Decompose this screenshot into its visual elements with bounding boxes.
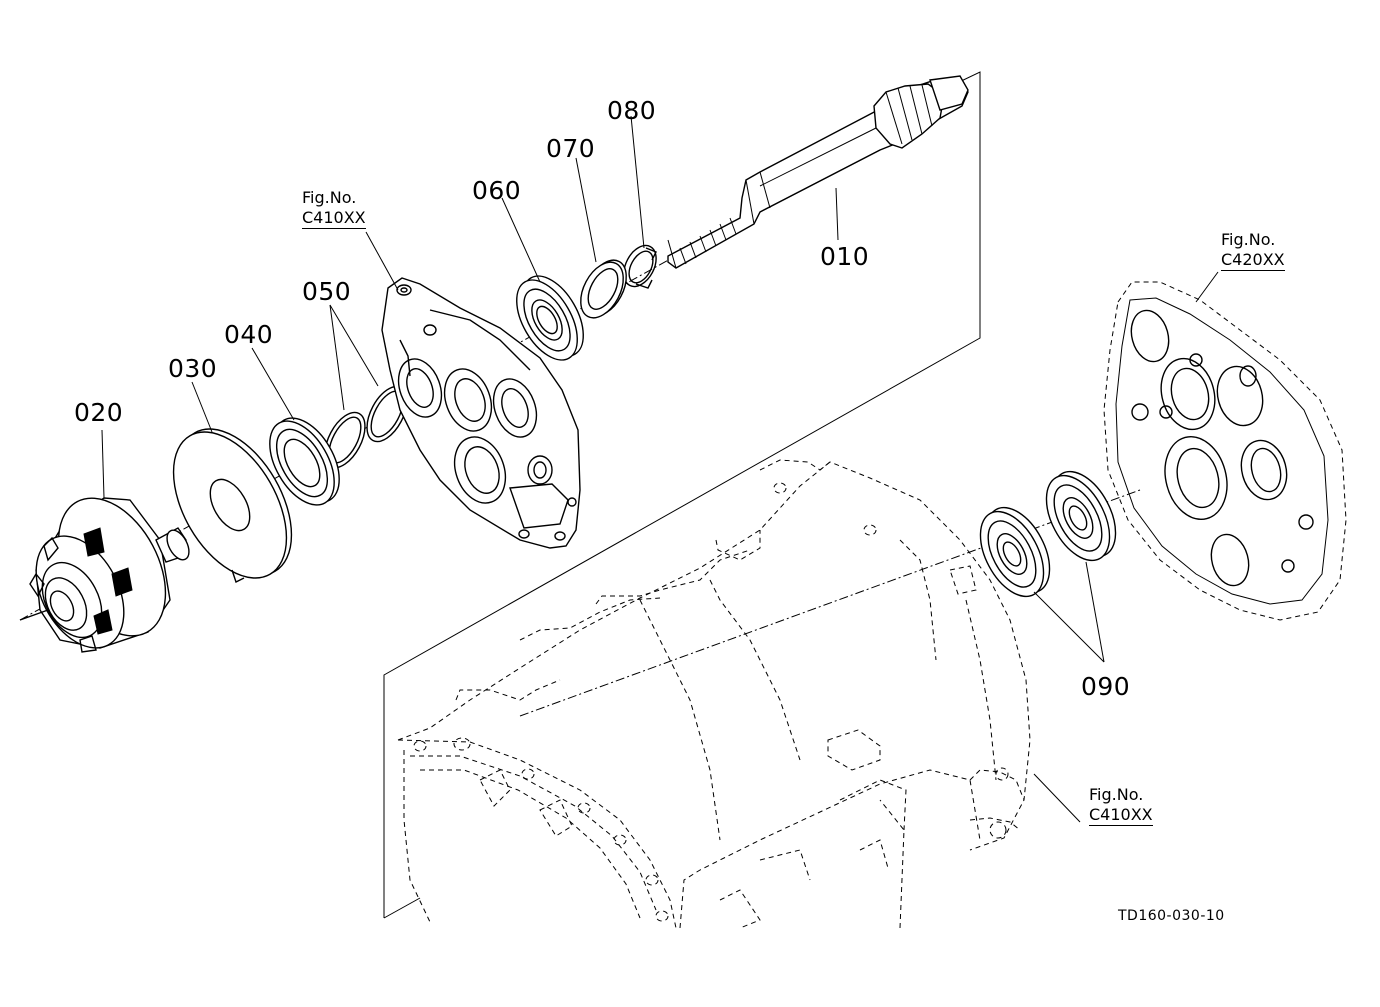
bearing-060 <box>501 197 584 361</box>
figure-ref-line2: C410XX <box>1089 805 1153 826</box>
figure-ref-line2: C420XX <box>1221 250 1285 271</box>
housing-plate-c410xx <box>365 231 581 549</box>
bearings-090 <box>979 470 1117 663</box>
part-label-080: 080 <box>607 96 657 125</box>
circlip-080 <box>623 115 657 289</box>
part-label-040: 040 <box>224 320 274 349</box>
drawing-code: TD160-030-10 <box>1118 908 1225 924</box>
figure-ref-line2: C410XX <box>302 208 366 229</box>
part-label-010: 010 <box>820 242 870 271</box>
thrust-washer-030 <box>172 381 293 583</box>
part-label-020: 020 <box>74 398 124 427</box>
part-label-070: 070 <box>546 134 596 163</box>
part-label-060: 060 <box>472 176 522 205</box>
shaft-010 <box>667 75 969 269</box>
clutch-assembly-020 <box>19 429 190 653</box>
oil-seal-040 <box>251 347 340 506</box>
collar-070 <box>575 157 627 319</box>
figure-ref-c410xx-upper: Fig.No. C410XX <box>302 190 366 229</box>
part-label-050: 050 <box>302 277 352 306</box>
section-boundary <box>383 71 981 919</box>
transmission-case-c410xx <box>397 459 1081 929</box>
part-label-030: 030 <box>168 354 218 383</box>
part-label-090: 090 <box>1081 672 1131 701</box>
figure-ref-line1: Fig.No. <box>302 188 357 207</box>
figure-ref-c410xx-lower: Fig.No. C410XX <box>1089 787 1153 826</box>
housing-cover-c420xx <box>1103 271 1347 621</box>
figure-ref-line1: Fig.No. <box>1089 785 1144 804</box>
figure-ref-line1: Fig.No. <box>1221 230 1276 249</box>
figure-ref-c420xx: Fig.No. C420XX <box>1221 232 1285 271</box>
